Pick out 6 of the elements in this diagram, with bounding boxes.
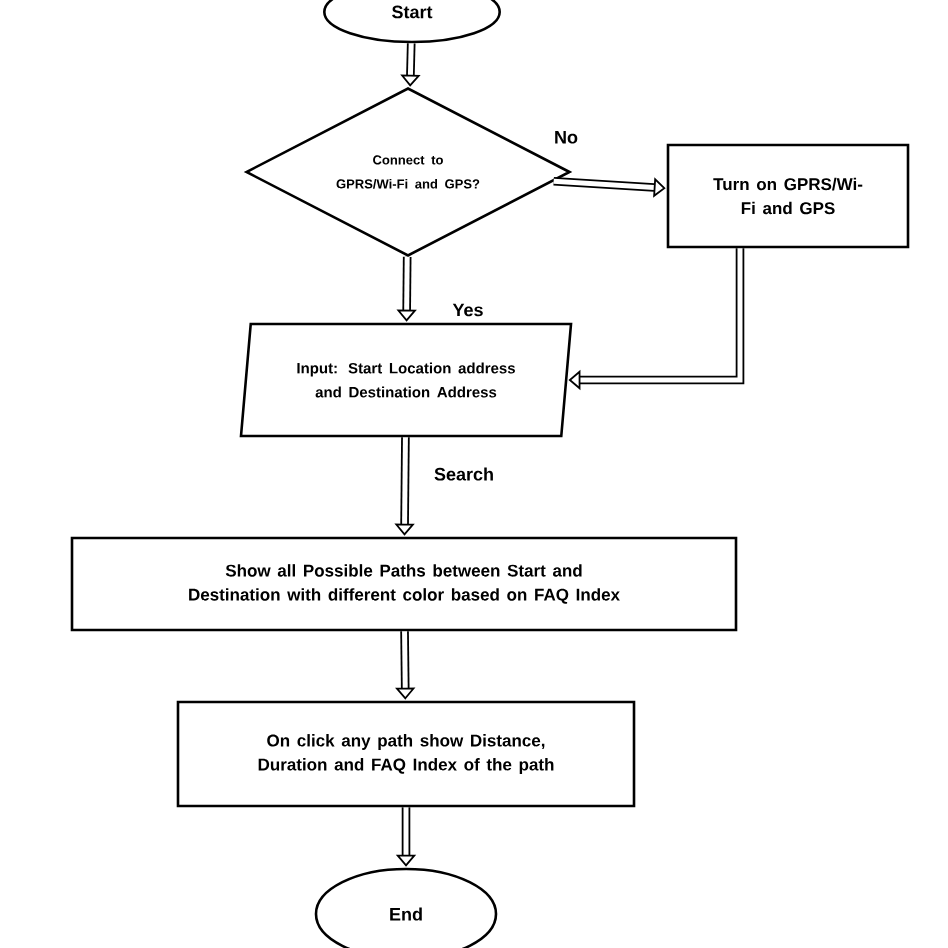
process-box: Turn on GPRS/Wi-Fi and GPS (666, 143, 910, 249)
edge-label: Search (432, 465, 496, 483)
process-box: On click any path show Distance, Duration and FAQ Index of the path (176, 700, 636, 808)
process-box: Show all Possible Paths between Start and Destination with different color based on FAQ Index (70, 536, 738, 632)
arrow (568, 248, 745, 391)
edge-label: Yes (450, 301, 486, 319)
